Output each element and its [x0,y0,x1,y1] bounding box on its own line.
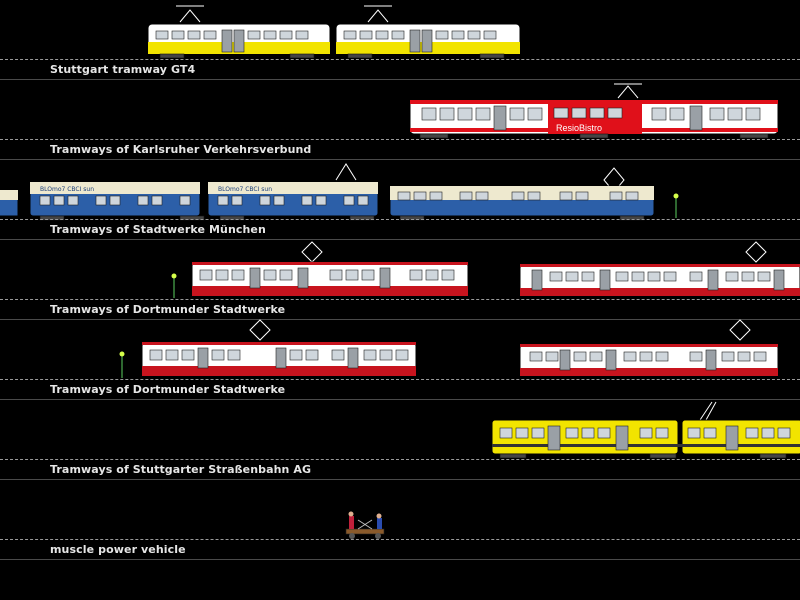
lane-dortmund-1: Tramways of Dortmunder Stadtwerke [0,240,800,320]
rail-track [0,59,800,60]
lane-label: muscle power vehicle [50,543,186,556]
rail-track [0,139,800,140]
tram-stuttgart-gt4[interactable] [0,0,800,80]
handcar-vehicle[interactable] [0,480,800,560]
tram-muenchen[interactable]: BLOmo7 CBCI sun BLOmo7 CBCI sun [0,160,800,240]
lane-separator [0,399,800,400]
lane-separator [0,159,800,160]
pantograph-icon [335,163,357,181]
lane-dortmund-2: Tramways of Dortmunder Stadtwerke [0,319,800,400]
lane-separator [0,319,800,320]
pantograph-icon [729,319,751,341]
lane-separator [0,239,800,240]
tram-stuttgarter-ssb[interactable] [0,400,800,480]
lane-label: Tramways of Dortmunder Stadtwerke [50,383,286,396]
lane-label: Tramways of Dortmunder Stadtwerke [50,303,286,316]
lane-label: Tramways of Stuttgarter Straßenbahn AG [50,463,312,476]
lane-separator [0,479,800,480]
lane-muscle-power: muscle power vehicle [0,480,800,560]
lane-stuttgarter-ssb: Tramways of Stuttgarter Straßenbahn AG [0,400,800,480]
lane-label: Tramways of Karlsruher Verkehrsverbund [50,143,312,156]
pantograph-icon [176,5,204,23]
lane-muenchen: BLOmo7 CBCI sun BLOmo7 CBCI sun Tramways [0,160,800,240]
munich-sign-text: BLOmo7 CBCI sun [40,186,94,193]
rail-track [0,219,800,220]
lane-separator [0,559,800,560]
signal-light-icon [673,193,679,199]
tram-karlsruhe[interactable]: ResioBistro [0,80,800,160]
tram-dortmund[interactable] [0,319,800,400]
rail-track [0,459,800,460]
rail-track [0,299,800,300]
rail-track [0,379,800,380]
tram-dortmund[interactable] [0,240,800,320]
lane-stuttgart-gt4: Stuttgart tramway GT4 [0,0,800,80]
lane-separator [0,79,800,80]
pantograph-icon [614,83,642,99]
pantograph-icon [249,319,271,341]
pantograph-icon [699,401,717,421]
lane-label: Stuttgart tramway GT4 [50,63,196,76]
signal-light-icon [119,351,125,357]
lane-label: Tramways of Stadtwerke München [50,223,266,236]
pantograph-icon [364,5,392,23]
lane-karlsruhe: ResioBistro Tramways of Karlsruher Verke… [0,80,800,160]
signal-light-icon [171,273,177,279]
rail-track [0,539,800,540]
pantograph-icon [745,241,767,263]
bistro-text: ResioBistro [556,123,602,133]
pantograph-icon [301,241,323,263]
munich-sign-text: BLOmo7 CBCI sun [218,186,272,193]
